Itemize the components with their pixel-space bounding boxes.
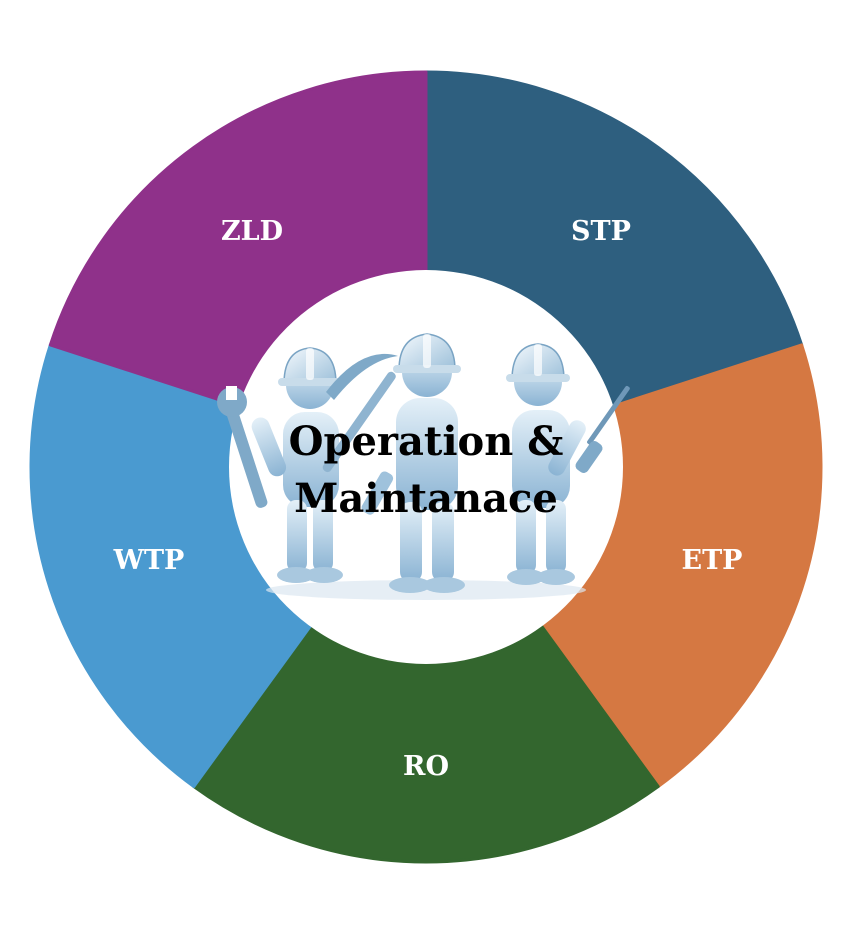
segment-label-wtp: WTP (113, 545, 185, 576)
center-title-line1: Operation & (289, 418, 564, 465)
center-title-line2: Maintanace (294, 475, 558, 522)
segment-label-zld: ZLD (221, 216, 283, 247)
screwdriver-icon (575, 385, 630, 473)
workers-illustration (217, 333, 630, 600)
worker-left (217, 347, 343, 583)
segment-label-stp: STP (571, 216, 631, 247)
wrench-icon (217, 386, 268, 508)
pickaxe-icon (322, 353, 398, 473)
segment-label-etp: ETP (682, 545, 743, 576)
worker-middle (322, 333, 465, 593)
worker-right (506, 343, 630, 585)
segment-label-ro: RO (403, 751, 449, 782)
